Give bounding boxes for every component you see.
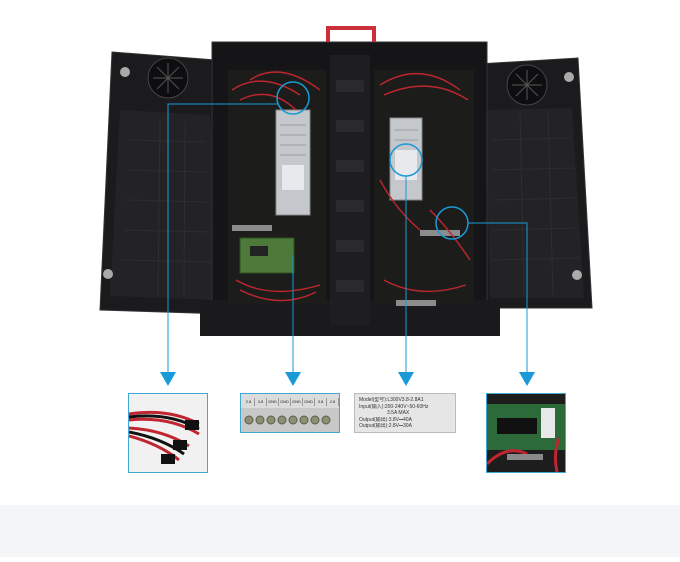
spec-line: Model(型号):L300V3.8-2.8A1 [359,397,424,403]
psu-terminal-block-thumbnail: 2.8 3.8 GND GND GND GND 3.8 2.8 [240,393,340,433]
spec-line: Output(输出):2.8V⎓30A [359,423,412,429]
left-door [99,51,227,315]
arrow-2 [285,372,301,386]
pin-label: GND [267,398,279,406]
psu-spec-label: Model(型号):L300V3.8-2.8A1 Input(输入):200-2… [354,393,456,433]
pin-label: GND [279,398,291,406]
cabinet-body [200,26,500,336]
pin-label: 3.8 [255,398,267,406]
arrow-3 [398,372,414,386]
leader-lines [167,103,528,372]
pin-label: GND [303,398,315,406]
right-door [477,57,593,309]
pin-label: GND [291,398,303,406]
spec-line: Input(输入):200-240V~50-60Hz [359,403,429,410]
arrow-4 [519,372,535,386]
terminal-pin-labels: 2.8 3.8 GND GND GND GND 3.8 2.8 [243,398,339,406]
arrow-1 [160,372,176,386]
spec-line: 3.5A MAX [387,410,410,416]
terminal-screws [241,408,339,432]
spec-line: Output(输出):3.8V⎓40A [359,416,412,423]
pin-label: 2.8 [327,398,339,406]
callout-arrows [160,372,535,386]
receiving-card-connector-thumbnail [486,393,566,473]
pin-label: 3.8 [315,398,327,406]
pin-label: 2.8 [243,398,255,406]
power-cable-connectors-thumbnail [128,393,208,473]
